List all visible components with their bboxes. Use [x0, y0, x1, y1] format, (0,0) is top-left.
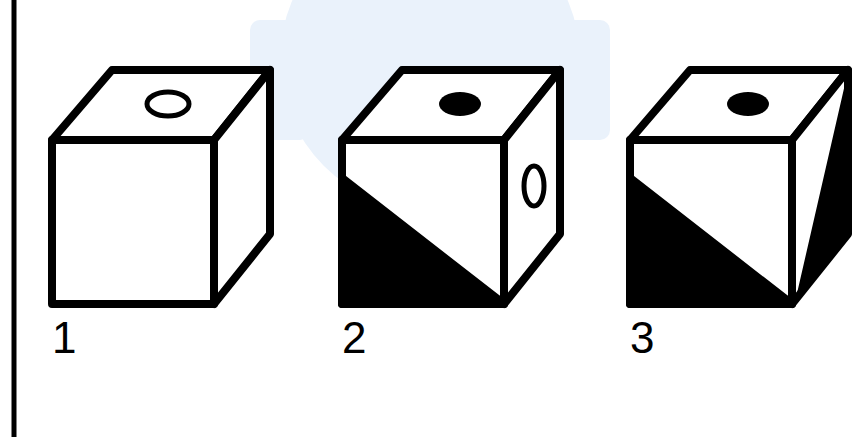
figure-number: 2	[342, 316, 366, 360]
cube	[342, 70, 560, 304]
cube	[52, 70, 270, 304]
figure-number: 1	[52, 316, 76, 360]
divider-line	[12, 0, 17, 437]
cube	[630, 70, 848, 304]
figure-number: 3	[630, 316, 654, 360]
